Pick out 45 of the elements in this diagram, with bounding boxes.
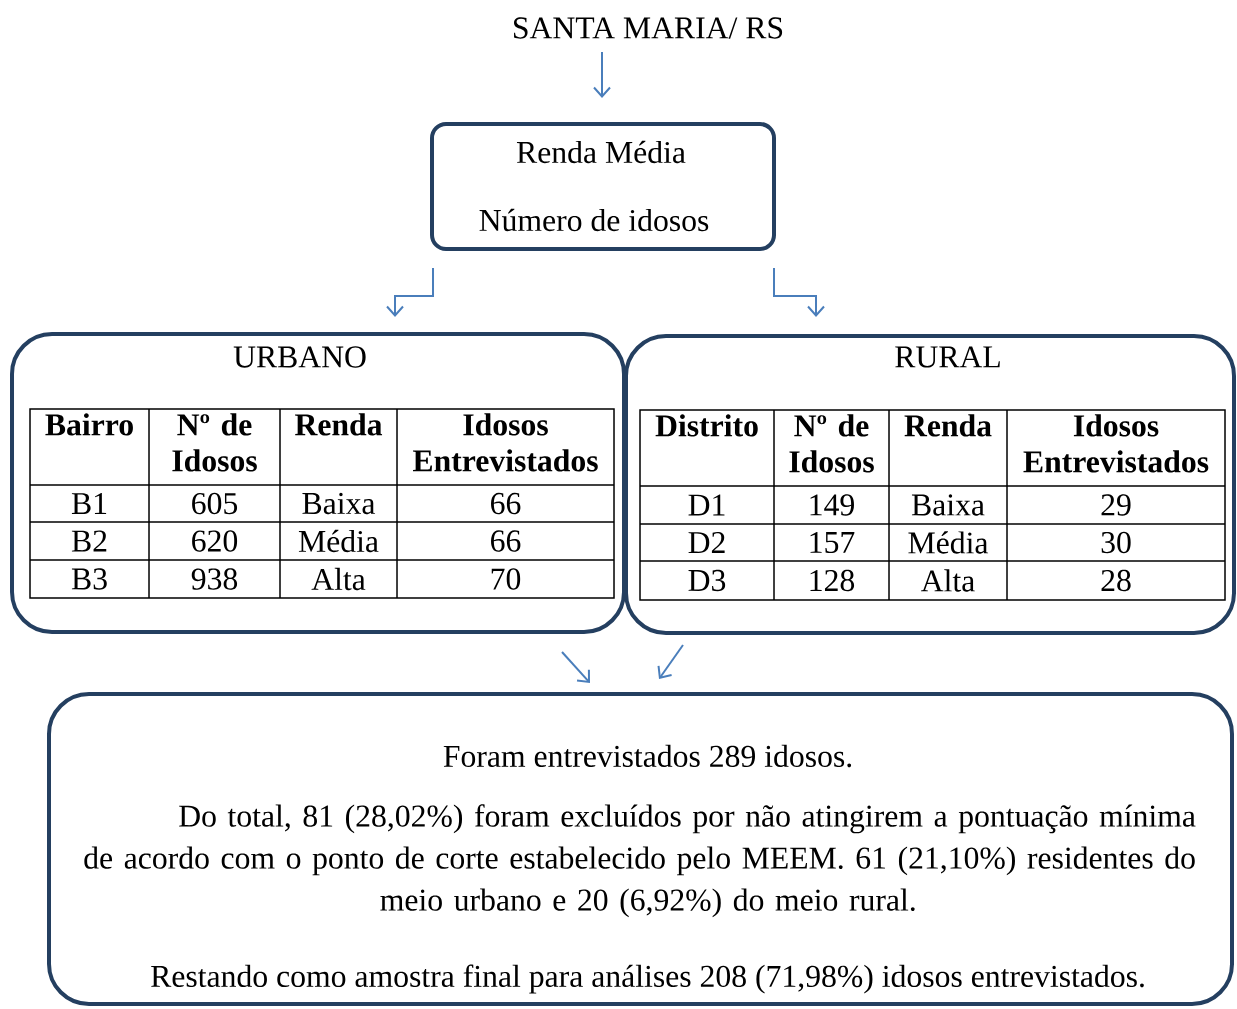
- table-value: 28: [1101, 569, 1131, 592]
- table-value: Média: [298, 529, 379, 553]
- arrow: [561, 651, 590, 683]
- box-text: Número de idosos: [479, 208, 709, 232]
- table-value: D1: [688, 494, 725, 516]
- table-value: 29: [1101, 494, 1131, 516]
- column-header: Idosos Entrevistados: [1023, 414, 1209, 473]
- section-title: RURAL: [895, 346, 1000, 368]
- column-header: Nº de Idosos: [789, 414, 874, 473]
- table-value: 66: [491, 492, 521, 515]
- table-value: Alta: [311, 567, 366, 591]
- arrow: [386, 267, 434, 317]
- table-value: 128: [810, 569, 855, 592]
- table-value: B2: [71, 530, 107, 552]
- table-value: Baixa: [911, 494, 985, 516]
- column-header: Nº de Idosos: [172, 413, 257, 472]
- table-value: 605: [192, 492, 238, 515]
- table-value: Média: [908, 531, 989, 554]
- column-header: Distrito: [655, 414, 758, 437]
- column-header: Bairro: [45, 413, 133, 436]
- table-value: 938: [191, 568, 238, 590]
- table-value: 149: [810, 494, 854, 516]
- paragraph: Restando como amostra final para análises 208 (71,98%) idosos entrevistados.: [151, 964, 1144, 994]
- paragraph: Do total, 81 (28,02%) foram excluídos por não atingirem a pontuação mínima de acordo com o ponto de corte estabelecido pelo MEEM. 61 (21,10%) residentes do meio urbano e 20 (6,92%) do meio rural.: [84, 804, 1196, 918]
- table-value: D3: [688, 569, 726, 592]
- box-text: Renda Média: [516, 140, 686, 164]
- table-value: Baixa: [302, 492, 376, 515]
- heading-text: SANTA MARIA/ RS: [514, 17, 783, 39]
- arrow: [593, 51, 611, 98]
- paragraph: Foram entrevistados 289 idosos.: [443, 744, 852, 768]
- table-value: 30: [1101, 531, 1131, 554]
- table-value: 66: [491, 530, 521, 552]
- table-value: B3: [71, 568, 107, 590]
- column-header: Renda: [295, 413, 383, 436]
- arrow: [773, 267, 825, 317]
- table-value: B1: [71, 493, 107, 514]
- column-header: Idosos Entrevistados: [413, 413, 598, 472]
- table-value: Alta: [921, 569, 975, 592]
- table-value: D2: [688, 532, 725, 554]
- arrow: [657, 644, 684, 679]
- table-value: 70: [491, 568, 521, 590]
- table-value: 620: [192, 530, 238, 552]
- section-title: URBANO: [233, 346, 366, 368]
- column-header: Renda: [904, 414, 992, 437]
- table-value: 157: [810, 531, 855, 554]
